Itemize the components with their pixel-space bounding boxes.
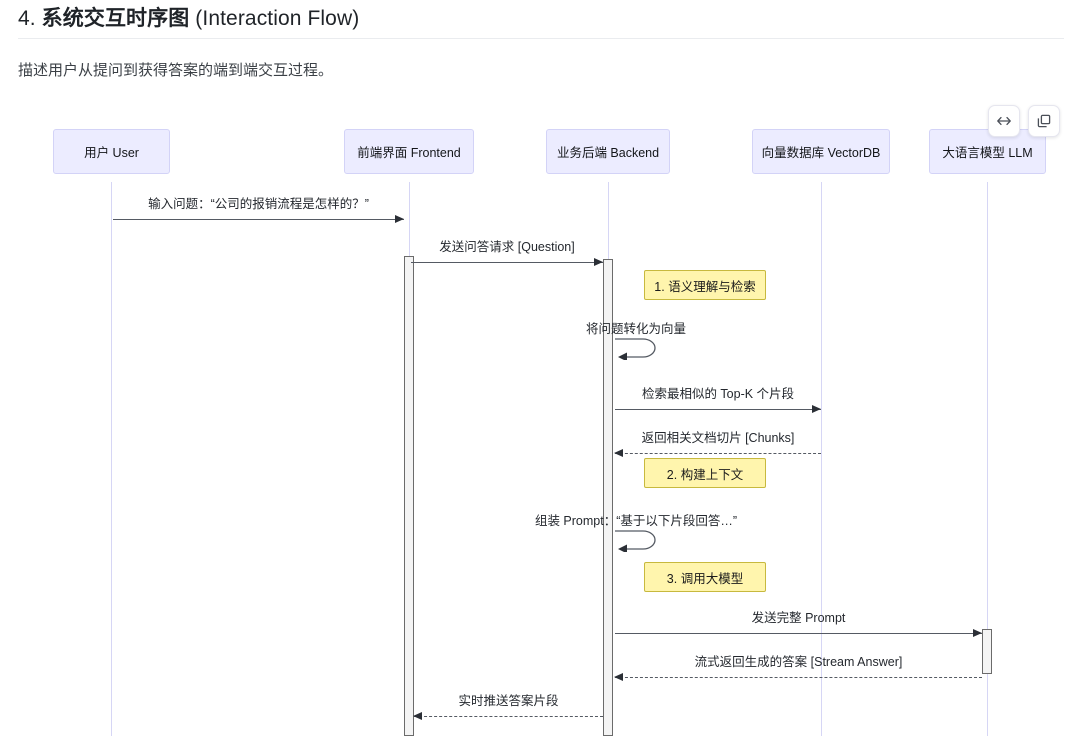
message-line — [615, 633, 982, 634]
message-label: 输入问题：“公司的报销流程是怎样的？” — [148, 197, 369, 211]
note-label: 2. 构建上下文 — [666, 467, 744, 482]
participant-frontend-label: 前端界面 Frontend — [357, 146, 461, 160]
message-label: 实时推送答案片段 — [458, 694, 559, 708]
page-subtitle: 描述用户从提问到获得答案的端到端交互过程。 — [18, 62, 334, 79]
arrowhead-left-icon — [614, 448, 623, 457]
activation-llm — [982, 629, 992, 674]
message-line — [411, 262, 603, 263]
participant-frontend[interactable]: 前端界面 Frontend — [344, 129, 474, 174]
note-semantic-retrieval: 1. 语义理解与检索 — [644, 270, 766, 300]
message-label: 返回相关文档切片 [Chunks] — [641, 431, 795, 445]
diagram-toolbar — [988, 105, 1060, 137]
message-label: 发送完整 Prompt — [751, 611, 846, 625]
participant-backend[interactable]: 业务后端 Backend — [546, 129, 670, 174]
copy-icon[interactable] — [1028, 105, 1060, 137]
page-title-cn: 系统交互时序图 — [41, 7, 190, 30]
arrowhead-left-icon — [614, 672, 623, 681]
arrowhead-right-icon — [395, 214, 404, 223]
message-line — [113, 219, 404, 220]
participant-vectordb-label: 向量数据库 VectorDB — [761, 146, 881, 160]
message-label: 将问题转化为向量 — [585, 322, 687, 336]
note-label: 3. 调用大模型 — [666, 571, 744, 586]
message-line — [615, 409, 821, 410]
participant-llm[interactable]: 大语言模型 LLM — [929, 129, 1046, 174]
participant-vectordb[interactable]: 向量数据库 VectorDB — [752, 129, 890, 174]
lifeline-llm — [987, 182, 988, 736]
message-question-to-vector: 将问题转化为向量 — [586, 322, 686, 362]
message-line — [414, 716, 603, 717]
note-build-context: 2. 构建上下文 — [644, 458, 766, 488]
resize-horizontal-icon[interactable] — [988, 105, 1020, 137]
activation-frontend — [404, 256, 414, 736]
message-assemble-prompt: 组装 Prompt：“基于以下片段回答…” — [535, 514, 737, 554]
participant-llm-label: 大语言模型 LLM — [942, 146, 1033, 160]
arrowhead-left-icon — [413, 711, 422, 720]
arrowhead-right-icon — [973, 628, 982, 637]
page-title-en: (Interaction Flow) — [195, 7, 360, 30]
note-call-llm: 3. 调用大模型 — [644, 562, 766, 592]
message-line — [615, 453, 821, 454]
lifeline-vectordb — [821, 182, 822, 736]
page-title: 4. 系统交互时序图 (Interaction Flow) — [18, 2, 359, 32]
message-label: 流式返回生成的答案 [Stream Answer] — [694, 655, 903, 669]
arrowhead-right-icon — [594, 257, 603, 266]
lifeline-user — [111, 182, 112, 736]
page-title-number: 4. — [18, 7, 36, 30]
participant-user[interactable]: 用户 User — [53, 129, 170, 174]
sequence-diagram: 用户 User 前端界面 Frontend 业务后端 Backend 向量数据库… — [18, 99, 1064, 736]
message-line — [615, 677, 982, 678]
note-label: 1. 语义理解与检索 — [654, 279, 756, 294]
title-divider — [18, 38, 1064, 39]
participant-backend-label: 业务后端 Backend — [556, 146, 660, 160]
message-label: 组装 Prompt：“基于以下片段回答…” — [534, 514, 738, 528]
message-label: 发送问答请求 [Question] — [439, 240, 575, 254]
participant-user-label: 用户 User — [84, 146, 139, 160]
message-label: 检索最相似的 Top-K 个片段 — [641, 387, 795, 401]
arrowhead-right-icon — [812, 404, 821, 413]
